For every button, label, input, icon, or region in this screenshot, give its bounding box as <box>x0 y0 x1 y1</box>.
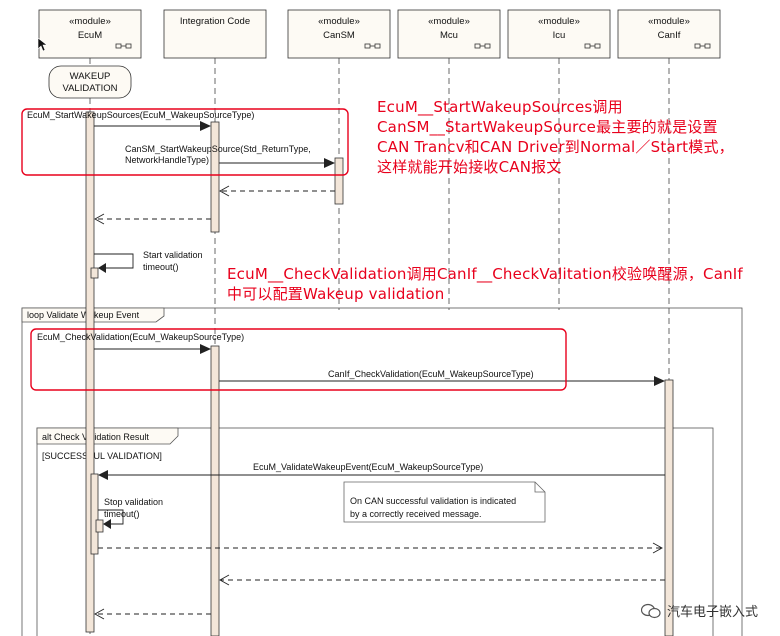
messages <box>94 121 665 620</box>
label-start-wakeup-sources: EcuM_StartWakeupSources(EcuM_WakeupSourc… <box>27 110 254 120</box>
activation-integration-1 <box>210 121 220 233</box>
mouse-cursor-icon <box>38 38 48 52</box>
loop-label: loop Validate Wakeup Event <box>27 310 140 320</box>
highlight-box-check-validation <box>30 328 567 391</box>
message-start-validation-timeout <box>94 253 134 269</box>
label-start-validation-line2: timeout() <box>143 262 179 272</box>
activation-integration-2 <box>210 345 220 636</box>
note-can-validation: On CAN successful validation is indicate… <box>343 481 546 523</box>
watermark: 汽车电子嵌入式 <box>640 601 758 620</box>
component-icon <box>474 43 491 49</box>
label-start-validation-line1: Start validation <box>143 250 203 260</box>
loop-fragment: loop Validate Wakeup Event <box>21 307 743 636</box>
lifeline-name: EcuM <box>78 30 102 41</box>
component-icon <box>115 43 132 49</box>
activation-ecum-timer-stop <box>95 519 104 533</box>
state-line2: VALIDATION <box>62 83 117 94</box>
activation-cansm <box>334 157 344 205</box>
activations <box>85 111 674 636</box>
lifeline-stereotype: «module» <box>538 16 580 27</box>
label-validate-wakeup-event: EcuM_ValidateWakeupEvent(EcuM_WakeupSour… <box>253 462 483 472</box>
message-stop-validation-timeout <box>98 509 124 525</box>
watermark-text: 汽车电子嵌入式 <box>666 605 758 620</box>
activation-ecum-main <box>85 111 95 633</box>
lifeline-name: CanSM <box>323 30 355 41</box>
lifeline-stereotype: «module» <box>69 16 111 27</box>
note-line1: On CAN successful validation is indicate… <box>350 496 516 506</box>
lifeline-header-integration-code: Integration Code <box>163 9 267 59</box>
annotation-check-validation: EcuM__CheckValidation调用CanIf__CheckValit… <box>227 265 743 303</box>
lifeline-header-ecum: «module» EcuM <box>38 9 142 59</box>
annotation-start-wakeup: EcuM__StartWakeupSources调用CanSM__StartWa… <box>377 98 734 176</box>
component-icon <box>694 43 711 49</box>
lifeline-header-icu: «module» Icu <box>507 9 611 59</box>
component-icon <box>584 43 601 49</box>
alt-guard: [SUCCESSFUL VALIDATION] <box>42 451 162 461</box>
component-icon <box>364 43 381 49</box>
alt-fragment: alt Check Validation Result [SUCCESSFUL … <box>36 427 714 636</box>
label-canif-check-validation: CanIf_CheckValidation(EcuM_WakeupSourceT… <box>328 369 534 379</box>
label-cansm-start-line1: CanSM_StartWakeupSource(Std_ReturnType, <box>125 144 311 154</box>
label-cansm-start-line2: NetworkHandleType) <box>125 155 209 165</box>
activation-ecum-timer-start <box>90 267 99 279</box>
wechat-icon <box>640 603 661 618</box>
lifeline-name: Mcu <box>440 30 458 41</box>
lifeline-name: Integration Code <box>180 16 250 27</box>
lifeline-stereotype: «module» <box>318 16 360 27</box>
label-stop-validation-line1: Stop validation <box>104 497 163 507</box>
label-stop-validation-line2: timeout() <box>104 509 140 519</box>
lifeline-header-canif: «module» CanIf <box>617 9 721 59</box>
state-line1: WAKEUP <box>70 71 111 82</box>
label-check-validation: EcuM_CheckValidation(EcuM_WakeupSourceTy… <box>37 332 244 342</box>
state-wakeup-validation: WAKEUP VALIDATION <box>48 65 132 99</box>
highlight-box-start-wakeup <box>21 108 349 176</box>
lifeline-stereotype: «module» <box>648 16 690 27</box>
lifeline-name: Icu <box>553 30 566 41</box>
alt-label: alt Check Validation Result <box>42 432 149 442</box>
lifeline-name: CanIf <box>658 30 681 41</box>
activation-canif <box>664 379 674 636</box>
note-line2: by a correctly received message. <box>350 509 482 519</box>
lifeline-header-cansm: «module» CanSM <box>287 9 391 59</box>
activation-ecum-validate <box>90 473 99 555</box>
lifeline-header-mcu: «module» Mcu <box>397 9 501 59</box>
lifeline-stereotype: «module» <box>428 16 470 27</box>
